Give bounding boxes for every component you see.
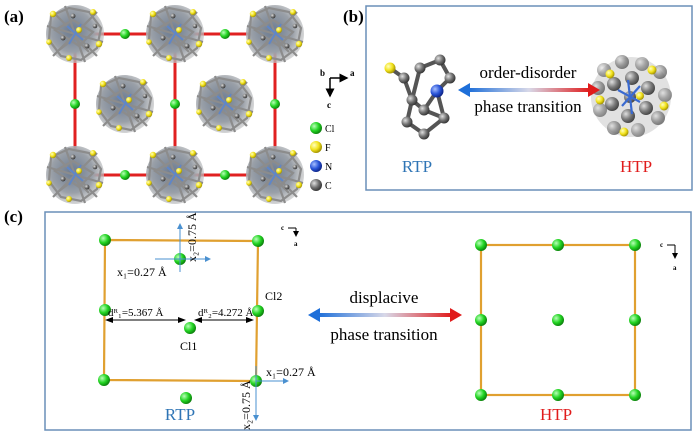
legend-f: F (325, 143, 331, 154)
cl-left-edge (99, 304, 111, 316)
cl1-atom (184, 322, 196, 334)
rtp-molecule (384, 54, 456, 140)
cl1-label: Cl1 (180, 339, 197, 353)
panel-c-double-arrow (308, 308, 462, 322)
x1-top-label: x₁=0.27 Å (117, 265, 167, 279)
distance-annotation: dᴿ₁=5.367 Å dᴿ₂=4.272 Å Cl1 Cl2 (105, 289, 282, 353)
panel-b-htp-label: HTP (620, 157, 652, 176)
legend-cl: Cl (325, 124, 335, 135)
panel-c-frame (44, 211, 692, 431)
dr2-label: dᴿ₂=4.272 Å (198, 307, 254, 319)
panel-c-label: (c) (4, 207, 23, 226)
axis-a-right: a (673, 264, 677, 272)
top-displacement-annotation: x₂=0.75 Å x₁=0.27 Å (117, 212, 211, 279)
cl2-atom (252, 305, 264, 317)
panel-b-label: (b) (343, 7, 364, 26)
axes-indicator-c-left: c a (281, 224, 299, 248)
htp-disordered-molecule (591, 55, 672, 137)
cl-bottom-outer (180, 392, 192, 404)
axis-c-left: c (281, 224, 284, 232)
htp-cell (475, 239, 641, 401)
panel-c-arrow-bottom-label: phase transition (330, 325, 438, 344)
panel-c-rtp-label: RTP (165, 405, 195, 424)
panel-a: (a) b a (4, 3, 355, 206)
legend-n: N (325, 162, 332, 173)
element-legend: Cl F N C (310, 122, 335, 192)
legend-c: C (325, 181, 332, 192)
axis-a-left: a (294, 240, 298, 248)
panel-b: (b) (343, 5, 693, 191)
panel-c-arrow-top-label: displacive (350, 288, 419, 307)
dr1-label: dᴿ₁=5.367 Å (108, 307, 164, 319)
cl2-label: Cl2 (265, 289, 282, 303)
panel-b-double-arrow (458, 83, 600, 97)
x2-top-label: x₂=0.75 Å (185, 212, 199, 262)
bottom-displacement-annotation: x₁=0.27 Å x₂=0.75 Å (239, 365, 316, 430)
x2-bottom-label: x₂=0.75 Å (239, 380, 253, 430)
panel-b-rtp-label: RTP (402, 157, 432, 176)
panel-c-htp-label: HTP (540, 405, 572, 424)
chloride-ions (70, 29, 280, 180)
axis-c-label: c (327, 100, 331, 110)
panel-b-arrow-bottom-label: phase transition (474, 97, 582, 116)
panel-b-arrow-top-label: order-disorder (480, 63, 577, 82)
panel-a-label: (a) (4, 7, 24, 26)
axes-indicator-a: b a c (320, 68, 355, 110)
x1-bottom-label: x₁=0.27 Å (266, 365, 316, 379)
panel-c: (c) x₂=0.75 Å x₁=0.27 Å (4, 207, 692, 431)
axis-a-label: a (350, 68, 355, 78)
axis-c-right: c (660, 241, 663, 249)
axes-indicator-c-right: c a (660, 241, 678, 272)
axis-b-label: b (320, 68, 325, 78)
